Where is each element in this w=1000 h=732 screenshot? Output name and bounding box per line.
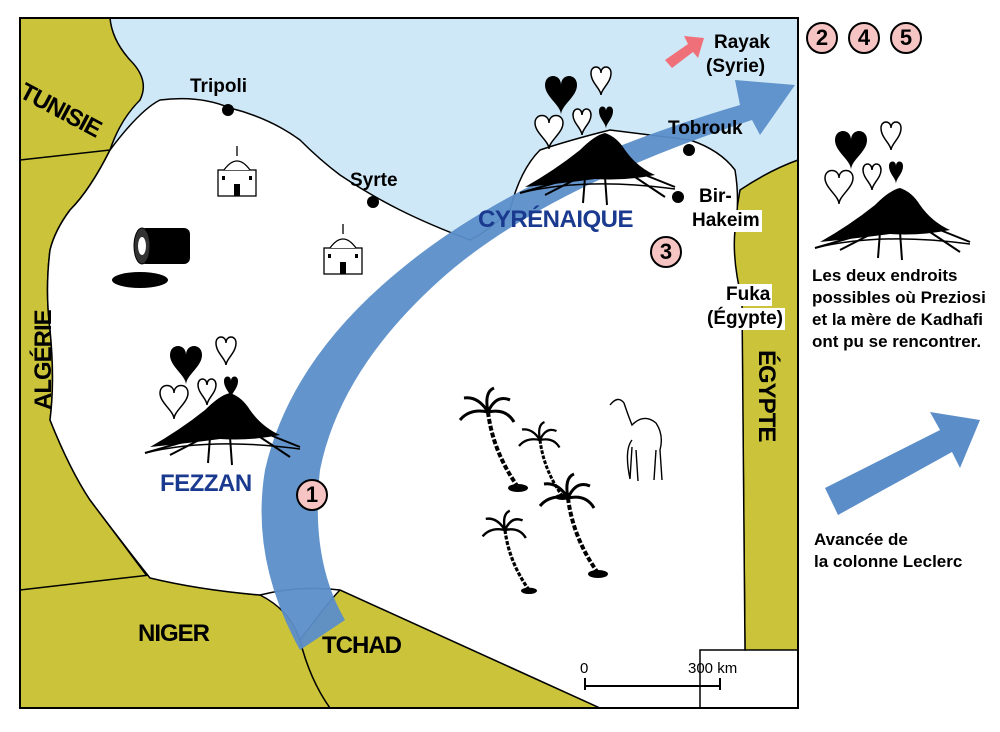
country-label-egypte: ÉGYPTE bbox=[753, 350, 780, 442]
city-label-bir-hakeim-1: Bir- bbox=[697, 186, 734, 208]
badge-2: 2 bbox=[806, 22, 838, 54]
region-label-fezzan: FEZZAN bbox=[160, 470, 252, 497]
city-label-rayak-2: (Syrie) bbox=[706, 56, 766, 77]
leclerc-advance-arrow bbox=[261, 80, 795, 650]
city-dot-icon bbox=[367, 196, 379, 208]
country-label-algerie: ALGÉRIE bbox=[30, 310, 57, 410]
city-label-fuka-1: Fuka bbox=[724, 284, 773, 306]
region-libye bbox=[46, 97, 746, 709]
city-label-fuka-2: (Égypte) bbox=[705, 308, 785, 330]
region-label-cyrenaique: CYRÉNAIQUE bbox=[478, 206, 634, 233]
legend-arrow-icon bbox=[825, 412, 980, 515]
tent-hearts-icon bbox=[814, 121, 971, 261]
scale-label-start: 0 bbox=[580, 660, 589, 677]
rayak-pointer-arrow bbox=[665, 36, 704, 68]
oil-barrel-icon bbox=[112, 227, 190, 288]
scale-bar bbox=[584, 678, 721, 690]
camel-icon bbox=[609, 398, 663, 482]
badge-4: 4 bbox=[848, 22, 880, 54]
city-label-tobrouk: Tobrouk bbox=[668, 118, 743, 139]
city-label-tripoli: Tripoli bbox=[190, 76, 247, 97]
city-label-rayak-1: Rayak bbox=[714, 32, 770, 53]
scale-label-end: 300 km bbox=[688, 660, 738, 677]
city-label-bir-hakeim-2: Hakeim bbox=[690, 210, 762, 232]
region-tunisie bbox=[19, 17, 145, 171]
legend-meeting-text: Les deux endroits possibles où Preziosi … bbox=[812, 266, 986, 351]
legend-arrow-text-2: la colonne Leclerc bbox=[814, 552, 963, 571]
badge-1: 1 bbox=[296, 479, 328, 511]
map-frame bbox=[19, 17, 799, 709]
city-dot-icon bbox=[683, 144, 695, 156]
badge-3: 3 bbox=[650, 236, 682, 268]
badge-5: 5 bbox=[890, 22, 922, 54]
city-label-syrte: Syrte bbox=[350, 170, 398, 191]
country-label-niger: NIGER bbox=[138, 620, 210, 647]
legend-arrow-text-1: Avancée de bbox=[814, 530, 908, 549]
country-label-tchad: TCHAD bbox=[322, 632, 402, 659]
city-dot-icon bbox=[222, 104, 234, 116]
city-dot-icon bbox=[672, 191, 684, 203]
